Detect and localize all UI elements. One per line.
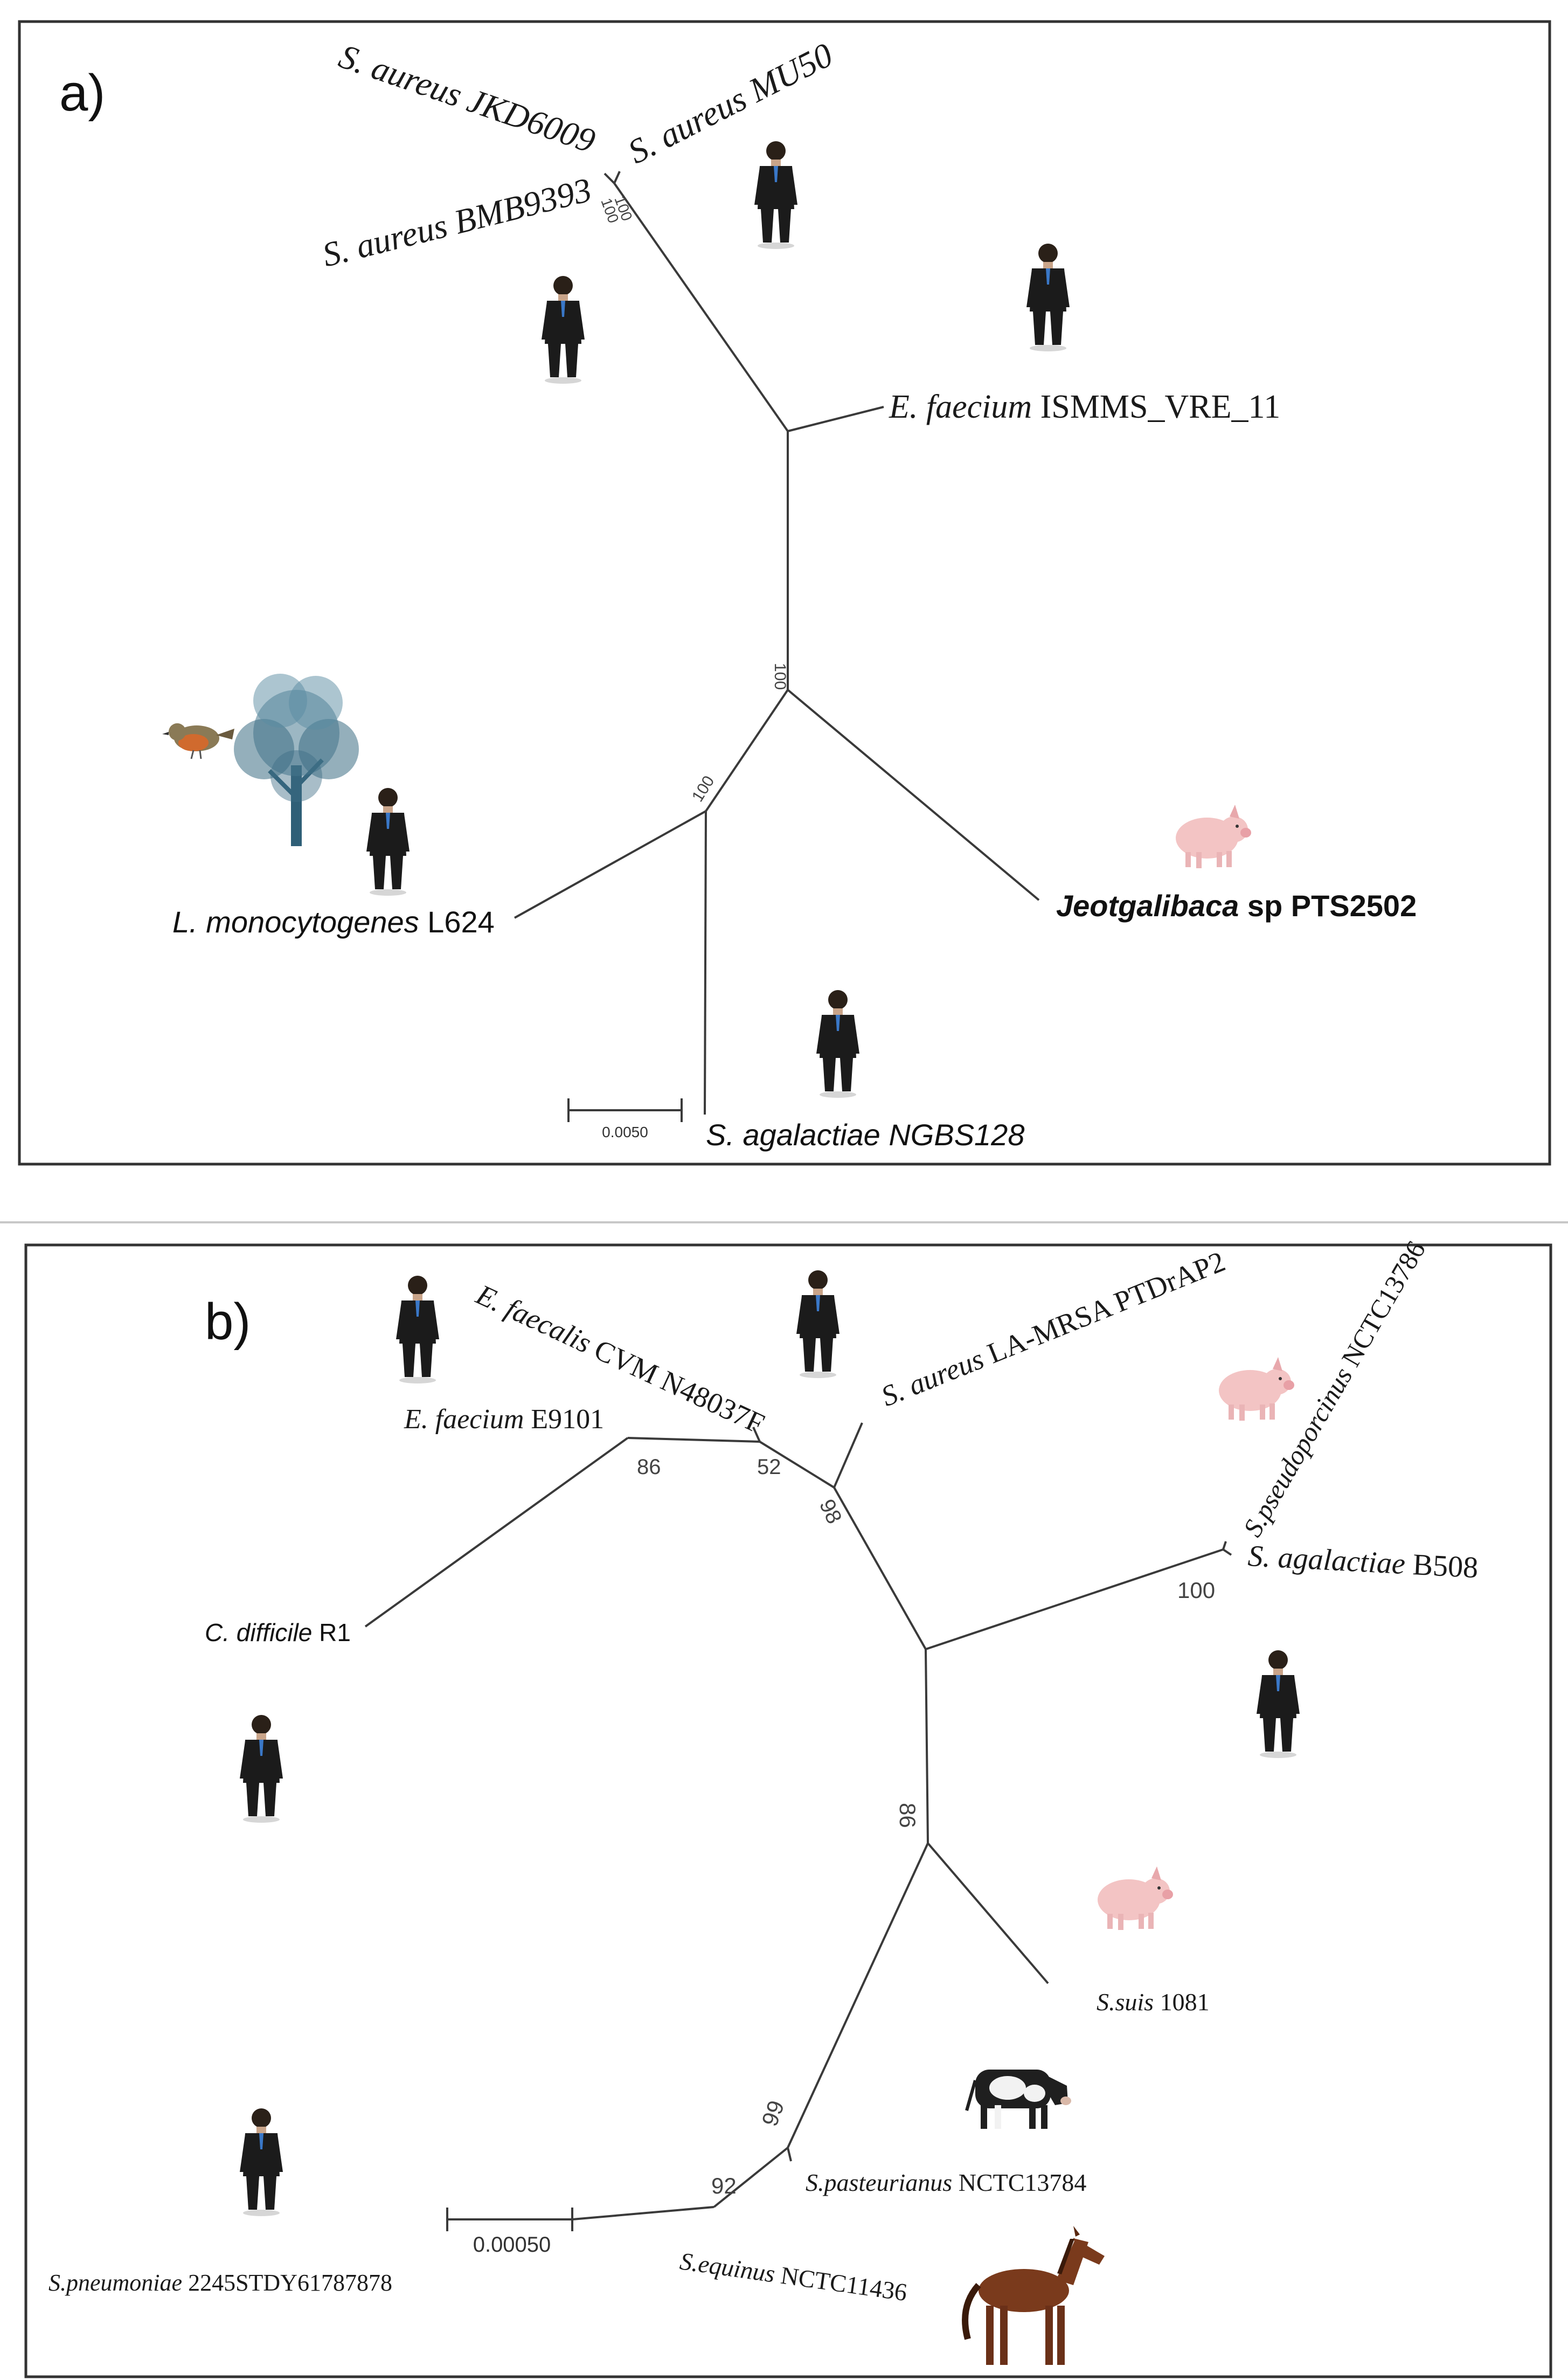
bootstrap-value: 86 (895, 1803, 920, 1828)
scale-bar-label: 0.0050 (602, 1124, 648, 1140)
human-host-icon (240, 2108, 283, 2216)
cow-host-icon (967, 2070, 1071, 2129)
human-host-icon (542, 276, 585, 384)
bootstrap-value: 100 (771, 663, 789, 690)
horse-host-icon (965, 2226, 1105, 2365)
pig-host-icon (1219, 1357, 1294, 1421)
taxon-label-s-equinus: S.equinus NCTC11436 (678, 2247, 909, 2306)
human-host-icon (796, 1270, 839, 1378)
taxon-label-l-monocytogenes: L. monocytogenes L624 (172, 905, 495, 939)
bird-host-icon (161, 722, 235, 760)
taxon-label-s-aureus-jkd6009: S. aureus JKD6009 (334, 37, 600, 160)
human-host-icon (1026, 244, 1070, 351)
pig-host-icon (1098, 1866, 1173, 1930)
human-host-icon (240, 1715, 283, 1823)
pig-host-icon (1176, 805, 1251, 868)
taxon-label-jeotgalibaca: Jeotgalibaca sp PTS2502 (1056, 889, 1417, 923)
panel-a-tree-branches (514, 171, 1040, 1122)
taxon-label-s-agalactiae-b508: S. agalactiae B508 (1247, 1539, 1479, 1585)
bootstrap-value: 99 (757, 2097, 789, 2129)
panel-b-label: b) (205, 1293, 251, 1351)
panel-b-tree-branches (364, 1422, 1232, 2231)
taxon-label-s-agalactiae-ngbs128: S. agalactiae NGBS128 (706, 1118, 1024, 1152)
taxon-label-s-pasteurianus: S.pasteurianus NCTC13784 (806, 2169, 1086, 2196)
panel-a-frame (18, 20, 1551, 1166)
panel-a: a) 100 100 100 100 S. aureus JKD6009 S. … (18, 20, 1551, 1166)
scale-bar-label: 0.00050 (473, 2233, 551, 2257)
human-host-icon (816, 990, 859, 1098)
human-host-icon (366, 788, 410, 896)
taxon-label-s-aureus-la-mrsa: S. aureus LA-MRSA PTDrAP2 (877, 1245, 1230, 1413)
bootstrap-value: 86 (637, 1455, 661, 1479)
human-host-icon (754, 141, 797, 249)
taxon-label-e-faecium-e9101: E. faecium E9101 (404, 1404, 604, 1435)
taxon-label-c-difficile: C. difficile R1 (205, 1618, 351, 1646)
taxon-label-s-aureus-bmb9393: S. aureus BMB9393 (318, 170, 595, 274)
taxon-label-e-faecium-ismms: E. faecium ISMMS_VRE_11 (889, 389, 1280, 425)
taxon-label-s-suis: S.suis 1081 (1097, 1988, 1210, 2016)
panel-a-label: a) (59, 64, 105, 122)
taxon-label-s-pneumoniae: S.pneumoniae 2245STDY61787878 (48, 2270, 392, 2296)
panel-b-frame (24, 1243, 1552, 2378)
bootstrap-value: 92 (711, 2173, 737, 2198)
bootstrap-value: 52 (757, 1455, 781, 1479)
bootstrap-value: 100 (1177, 1578, 1215, 1603)
tree-environment-icon (234, 674, 359, 846)
human-host-icon (396, 1276, 439, 1383)
panel-b: b) 86 52 98 100 86 99 92 (24, 1236, 1552, 2378)
taxon-label-s-aureus-mu50: S. aureus MU50 (622, 36, 838, 171)
human-host-icon (1257, 1650, 1300, 1758)
